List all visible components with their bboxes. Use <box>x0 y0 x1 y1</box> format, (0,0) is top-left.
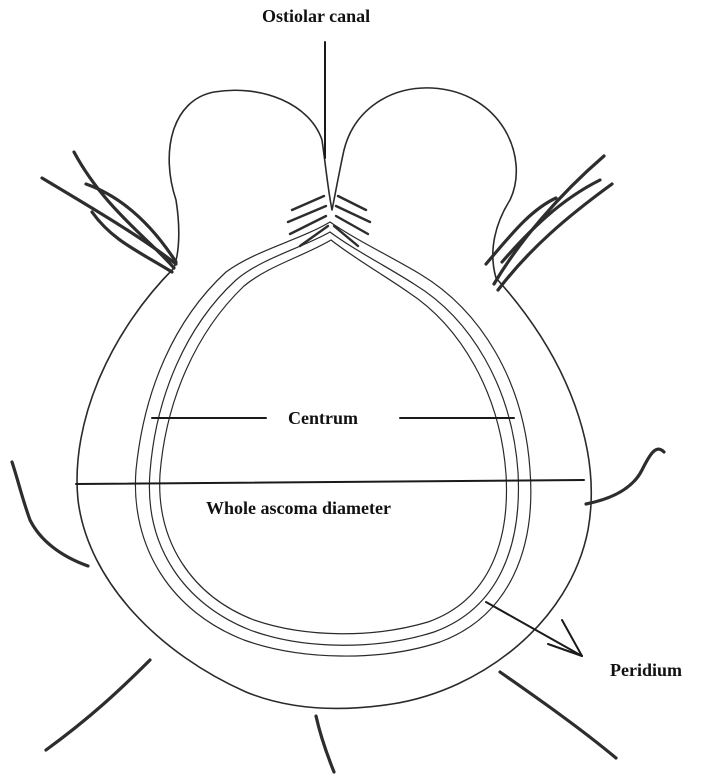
peridium-inner-wall <box>135 222 530 656</box>
peridium-label: Peridium <box>610 660 682 680</box>
centrum-label: Centrum <box>288 408 358 428</box>
ostiolar-canal-label: Ostiolar canal <box>262 6 370 26</box>
peridium-leaders <box>486 602 582 656</box>
ascoma-outer-wall <box>77 88 591 709</box>
centrum-wall-inner <box>160 240 507 634</box>
whole-diameter-line <box>76 480 584 484</box>
whole-diameter-label: Whole ascoma diameter <box>206 498 391 518</box>
